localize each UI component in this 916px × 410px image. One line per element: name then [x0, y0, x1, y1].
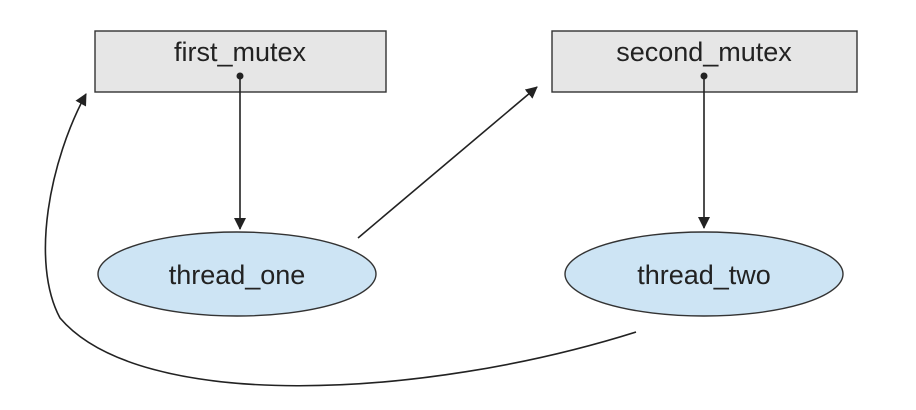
thread-one-node: thread_one — [97, 231, 377, 317]
edge-arrow — [357, 86, 538, 239]
thread-two-ellipse — [564, 231, 844, 317]
thread-one-label: thread_one — [169, 260, 306, 290]
edge-first-mutex-to-thread-one — [234, 72, 246, 230]
edge-thread-two-to-first-mutex — [44, 93, 637, 387]
second-mutex-node: second_mutex — [551, 30, 858, 93]
first-mutex-label: first_mutex — [174, 37, 307, 67]
edge-arrow — [44, 93, 637, 387]
thread-two-label: thread_two — [637, 260, 771, 290]
second-mutex-label: second_mutex — [616, 37, 792, 67]
edge-thread-one-to-second-mutex — [357, 86, 538, 239]
thread-two-node: thread_two — [564, 231, 844, 317]
edge-second-mutex-to-thread-two — [698, 72, 710, 229]
thread-one-ellipse — [97, 231, 377, 317]
